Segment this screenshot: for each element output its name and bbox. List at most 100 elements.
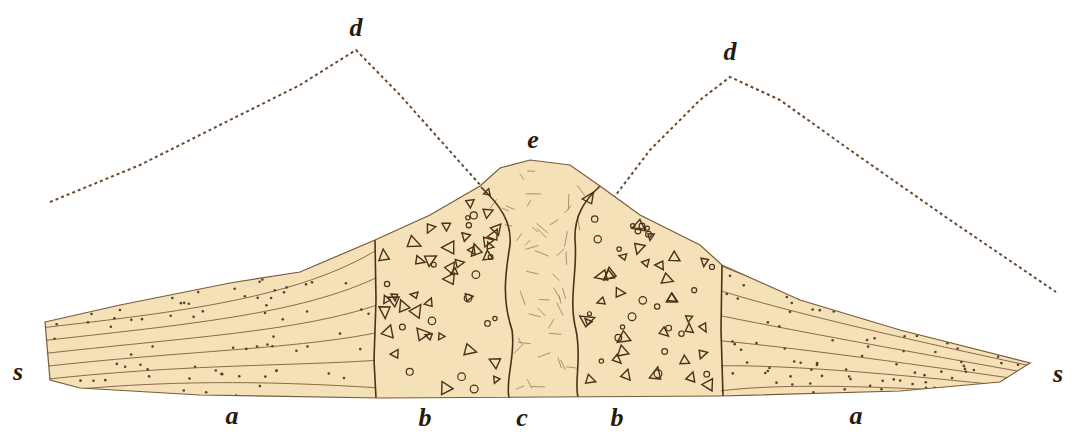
former-surface-line: [50, 50, 482, 202]
sand-dot: [849, 378, 852, 381]
sand-dot: [963, 365, 966, 368]
sand-dot: [79, 379, 82, 382]
sand-dot: [113, 317, 116, 320]
sand-dot: [275, 369, 278, 372]
sand-dot: [139, 363, 142, 366]
sand-dot: [768, 367, 771, 370]
sand-dot: [791, 383, 794, 386]
sand-dot: [343, 377, 346, 380]
rock-fragment: [381, 325, 393, 338]
sand-dot: [281, 318, 284, 321]
rock-fragment: [632, 220, 646, 231]
rock-fragment: [445, 262, 455, 274]
sand-dot: [940, 370, 943, 373]
rock-fragment: [659, 327, 668, 336]
sand-dot: [221, 373, 224, 376]
rock-fragment: [410, 292, 418, 298]
crack-line: [517, 233, 522, 241]
breccia-fragments: [580, 192, 715, 391]
rock-fragment: [466, 200, 474, 209]
crack-line: [518, 337, 521, 343]
rock-fragment: [655, 261, 664, 270]
sand-dot: [306, 310, 309, 313]
sand-dot: [256, 345, 259, 348]
sand-dot: [736, 297, 739, 300]
rock-fragment: [667, 293, 677, 301]
pebble: [704, 371, 710, 377]
crack-line: [561, 360, 565, 370]
sand-dot: [866, 339, 869, 342]
crack-line: [537, 307, 545, 316]
rock-fragment: [649, 367, 660, 379]
sand-dot: [87, 321, 90, 324]
sand-dot: [119, 309, 122, 312]
part-letter: b: [611, 405, 624, 431]
pebble: [679, 331, 684, 336]
pebble: [666, 325, 672, 331]
pebble: [709, 264, 714, 269]
crack-line: [514, 344, 524, 354]
stratum-line: [721, 401, 1045, 418]
rock-fragment: [701, 258, 709, 266]
crack-line: [526, 271, 539, 274]
pebble: [645, 226, 649, 230]
stratum-line: [40, 383, 375, 393]
rock-fragment: [379, 249, 389, 261]
sand-dot: [146, 368, 149, 371]
crack-line: [516, 386, 524, 390]
crack-line: [564, 231, 567, 246]
sand-dot: [148, 375, 151, 378]
crack-line: [557, 303, 563, 316]
rock-fragment: [666, 293, 677, 302]
sand-dot: [264, 375, 267, 378]
sand-dot: [951, 377, 954, 380]
sand-dot: [964, 368, 967, 371]
crack-line: [528, 314, 540, 317]
section-outline: [45, 160, 1030, 398]
stratum-line: [40, 332, 375, 367]
sand-dot: [192, 316, 195, 319]
crack-line: [548, 319, 554, 329]
crack-line: [566, 252, 568, 265]
crack-line: [520, 291, 525, 305]
sand-dot: [816, 364, 819, 367]
sand-dot: [311, 281, 314, 284]
sand-dot: [90, 313, 93, 316]
part-letter: d: [724, 39, 737, 65]
rock-fragment: [604, 267, 617, 280]
sand-dot: [881, 380, 884, 383]
rock-fragment: [400, 300, 410, 312]
sand-dot: [214, 369, 217, 372]
pebble: [470, 212, 477, 219]
sand-dot: [266, 343, 269, 346]
stratum-line: [721, 340, 1045, 383]
rock-fragment: [635, 244, 646, 255]
part-letter: d: [350, 15, 363, 41]
sand-dot: [809, 382, 812, 385]
sand-dot: [764, 372, 767, 375]
sand-dot: [965, 370, 968, 373]
sand-dot: [902, 350, 905, 353]
sand-dot: [924, 381, 927, 384]
crack-line: [506, 206, 515, 210]
sand-dot: [245, 348, 248, 351]
sand-dot: [130, 353, 133, 356]
rock-fragment: [455, 260, 464, 268]
sand-dot: [270, 297, 273, 300]
pebble: [639, 223, 645, 229]
sand-dot: [911, 383, 914, 386]
sand-dot: [194, 365, 197, 368]
pebble: [464, 294, 472, 302]
part-letter: a: [850, 403, 863, 429]
rock-fragment: [612, 354, 621, 363]
crack-line: [531, 386, 545, 387]
sand-dot: [997, 355, 1000, 358]
sand-dot: [746, 361, 749, 364]
pebble: [615, 334, 622, 341]
rock-fragment: [442, 223, 451, 231]
crack-line: [535, 251, 549, 257]
rock-fragment: [489, 359, 500, 369]
rock-fragment: [699, 350, 708, 359]
